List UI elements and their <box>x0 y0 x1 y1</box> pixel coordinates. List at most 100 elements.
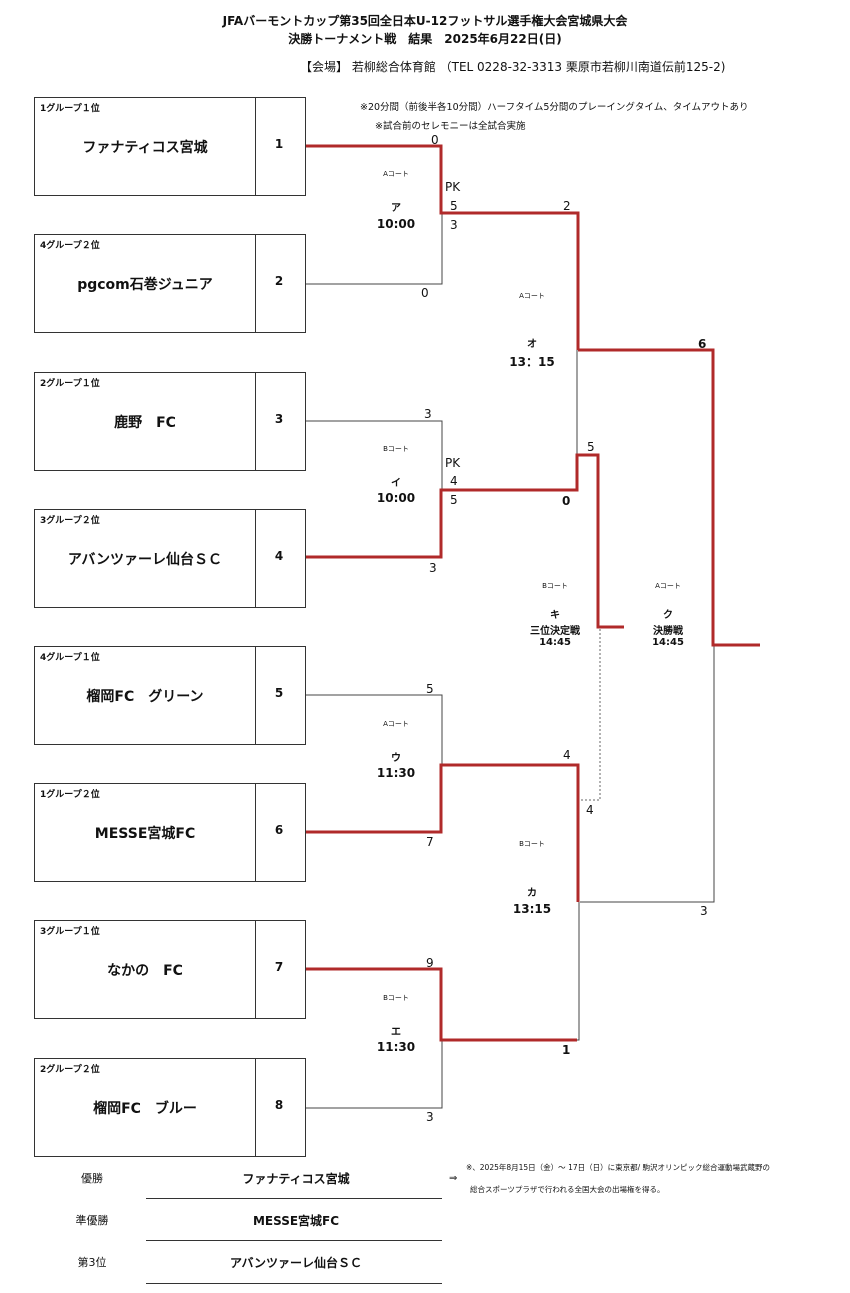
team-box-5: 4グループ１位 榴岡FC グリーン 5 <box>34 646 306 745</box>
team-box-6: 1グループ２位 MESSE宮城FC 6 <box>34 783 306 882</box>
match-e-time: 11:30 <box>376 1040 416 1054</box>
match-u-score-bottom: 7 <box>426 835 434 849</box>
team-seed-cell: 6 <box>255 784 301 881</box>
match-a-pk-label: PK <box>445 180 461 194</box>
bracket-line-u-top <box>306 694 443 765</box>
match-u-court: Aコート <box>383 720 409 728</box>
match-i-pk-bottom: 5 <box>450 493 458 507</box>
match-ku-score-bottom: 3 <box>700 904 708 918</box>
team-name: ファナティコス宮城 <box>82 139 208 156</box>
match-ka-id: カ <box>527 888 537 899</box>
team-group-label: 1グループ１位 <box>40 104 100 114</box>
match-ki-id: キ <box>550 610 560 621</box>
match-a-court: Aコート <box>383 170 409 178</box>
result-team-champion: ファナティコス宮城 <box>242 1172 350 1186</box>
match-ki-title: 三位決定戦 <box>530 626 580 637</box>
footnote-arrow: ⇒ <box>449 1173 458 1184</box>
winner-path-a <box>306 144 580 350</box>
team-name: MESSE宮城FC <box>94 825 196 842</box>
match-ku-id: ク <box>663 610 673 621</box>
match-e-score-bottom: 3 <box>426 1110 434 1124</box>
bracket-line-e-bottom <box>306 1040 443 1109</box>
match-a-pk-bottom: 3 <box>450 218 458 232</box>
bracket-line-ki-bottom <box>577 627 601 801</box>
team-name: 鹿野 FC <box>114 414 176 431</box>
match-ku-time: 14:45 <box>652 637 684 648</box>
match-e-court: Bコート <box>383 994 409 1002</box>
team-group-label: 1グループ２位 <box>40 790 100 800</box>
footnote-line-1: ※、2025年8月15日（金）～ 17日（日）に東京都/ 駒沢オリンピック総合運… <box>466 1163 771 1172</box>
team-seed-cell: 7 <box>255 921 301 1018</box>
match-o-score-top: 2 <box>563 199 571 213</box>
match-ka-score-bottom: 1 <box>562 1043 571 1057</box>
match-i-score-bottom: 3 <box>429 561 437 575</box>
bracket-line-ka-bottom <box>577 902 580 1041</box>
team-seed-number: 5 <box>274 685 284 700</box>
bracket-line-i-top <box>306 420 443 490</box>
team-seed-number: 1 <box>274 136 284 151</box>
team-seed-number: 8 <box>274 1097 284 1112</box>
match-ka-court: Bコート <box>519 840 545 848</box>
result-team-third: アバンツァーレ仙台ＳＣ <box>229 1256 363 1270</box>
team-seed-cell: 1 <box>255 98 301 195</box>
match-a-score-bottom: 0 <box>421 286 429 300</box>
result-team-runner-up: MESSE宮城FC <box>252 1214 340 1228</box>
match-a-score-top: 0 <box>431 133 439 147</box>
result-divider <box>146 1240 442 1241</box>
match-ku-score-top: 6 <box>698 337 707 351</box>
match-ki-score-top: 5 <box>587 440 595 454</box>
winner-path-e <box>306 967 577 1042</box>
tournament-title: JFAバーモントカップ第35回全日本U-12フットサル選手権大会宮城県大会 <box>222 14 628 28</box>
team-group-label: 3グループ１位 <box>40 927 100 937</box>
team-name: なかの FC <box>107 962 183 979</box>
footnote-line-2: 総合スポーツプラザで行われる全国大会の出場権を得る。 <box>470 1185 665 1194</box>
team-seed-number: 6 <box>274 822 284 837</box>
match-ki-court: Bコート <box>542 582 568 590</box>
play-time-note: ※20分間（前後半各10分間）ハーフタイム5分間のプレーイングタイム、タイムアウ… <box>360 102 749 113</box>
team-box-3: 2グループ１位 鹿野 FC 3 <box>34 372 306 471</box>
team-name: アバンツァーレ仙台ＳＣ <box>67 551 223 568</box>
match-e-id: エ <box>391 1027 401 1038</box>
team-seed-number: 2 <box>274 273 284 288</box>
result-label-runner-up: 準優勝 <box>75 1214 109 1227</box>
match-i-score-top: 3 <box>424 407 432 421</box>
winner-path-u <box>306 763 580 902</box>
result-label-third: 第3位 <box>77 1256 107 1269</box>
match-u-id: ウ <box>391 753 401 764</box>
match-ka-score-top: 4 <box>563 748 571 762</box>
team-group-label: 2グループ１位 <box>40 379 100 389</box>
tournament-subtitle: 決勝トーナメント戦 結果 2025年6月22日(日) <box>288 32 562 46</box>
team-seed-cell: 2 <box>255 235 301 332</box>
match-i-pk-top: 4 <box>450 474 458 488</box>
team-group-label: 2グループ２位 <box>40 1065 100 1075</box>
match-i-pk-label: PK <box>445 456 461 470</box>
bracket-line-a-bottom <box>306 214 443 285</box>
team-group-label: 3グループ２位 <box>40 516 100 526</box>
match-o-score-bottom: 0 <box>562 494 571 508</box>
match-ki-score-bottom: 4 <box>586 803 594 817</box>
match-i-time: 10:00 <box>376 491 416 505</box>
team-name: 榴岡FC ブルー <box>93 1100 197 1117</box>
venue-info: 【会場】 若柳総合体育館 （TEL 0228-32-3313 栗原市若柳川南道伝… <box>300 60 726 74</box>
match-o-id: オ <box>527 339 537 350</box>
team-seed-cell: 5 <box>255 647 301 744</box>
team-box-8: 2グループ２位 榴岡FC ブルー 8 <box>34 1058 306 1157</box>
team-seed-number: 4 <box>274 548 284 563</box>
match-u-time: 11:30 <box>376 766 416 780</box>
result-divider <box>146 1198 442 1199</box>
match-ka-time: 13:15 <box>512 902 552 916</box>
team-box-4: 3グループ２位 アバンツァーレ仙台ＳＣ 4 <box>34 509 306 608</box>
match-i-court: Bコート <box>383 445 409 453</box>
winner-path-o <box>578 348 760 647</box>
match-a-id: ア <box>391 203 401 214</box>
team-group-label: 4グループ１位 <box>40 653 100 663</box>
match-i-id: イ <box>391 478 401 489</box>
team-group-label: 4グループ２位 <box>40 241 100 251</box>
winner-path-i <box>306 453 624 629</box>
team-name: pgcom石巻ジュニア <box>77 276 213 293</box>
match-ki-time: 14:45 <box>539 637 571 648</box>
team-seed-cell: 3 <box>255 373 301 470</box>
match-u-score-top: 5 <box>426 682 434 696</box>
team-box-7: 3グループ１位 なかの FC 7 <box>34 920 306 1019</box>
